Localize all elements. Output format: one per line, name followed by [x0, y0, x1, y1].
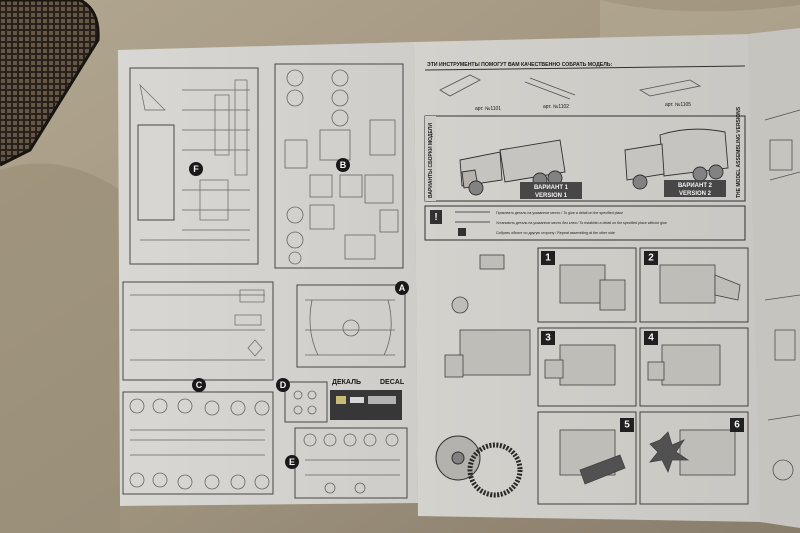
versions-side-label: ВАРИАНТЫ СБОРКИ МОДЕЛИ: [428, 123, 434, 198]
step-number-5: 5: [624, 420, 630, 431]
legend-box: [424, 205, 746, 241]
step-number-3: 3: [545, 333, 551, 344]
sprue-label-d: D: [280, 380, 287, 390]
step-number-4: 4: [648, 333, 654, 344]
versions-side-label-en: THE MODEL ASSEMBLING VERSIONS: [736, 106, 742, 198]
variant-1-ru: ВАРИАНТ 1: [534, 185, 569, 191]
decal-sheet: [330, 390, 402, 420]
decal-label-en: DECAL: [380, 379, 405, 386]
sprue-label-b: B: [340, 160, 347, 170]
variant-2-ru: ВАРИАНТ 2: [678, 183, 713, 189]
step-number-2: 2: [648, 253, 654, 264]
ring-gear: [467, 442, 523, 498]
sprue-label-c: C: [196, 380, 203, 390]
tool-item-3: арт. №1105: [665, 102, 691, 108]
step-number-6: 6: [734, 420, 740, 431]
sprue-label-a: A: [399, 283, 406, 293]
grill-object: [0, 0, 99, 165]
legend-item-1: Приклеить деталь на указанное место / To…: [496, 211, 623, 215]
tool-item-1: арт. №1101: [475, 106, 501, 112]
decal-label-ru: ДЕКАЛЬ: [332, 379, 361, 386]
tool-item-2: арт. №1102: [543, 104, 569, 110]
tools-header: ЭТИ ИНСТРУМЕНТЫ ПОМОГУТ ВАМ КАЧЕСТВЕННО …: [427, 62, 613, 68]
sprue-label-e: E: [289, 457, 295, 467]
step-number-1: 1: [545, 253, 551, 264]
truck-version-2: [624, 128, 729, 190]
variant-1-en: VERSION 1: [535, 193, 568, 199]
sprue-label-f: F: [193, 164, 199, 174]
third-sheet: [748, 28, 800, 528]
variant-2-en: VERSION 2: [679, 191, 712, 197]
legend-item-3: Собрать объект по другую сторону / Repea…: [496, 231, 615, 235]
legend-item-2: Установить деталь на указанное место без…: [496, 221, 667, 225]
truck-version-1: [459, 139, 566, 196]
svg-text:!: !: [434, 212, 437, 223]
